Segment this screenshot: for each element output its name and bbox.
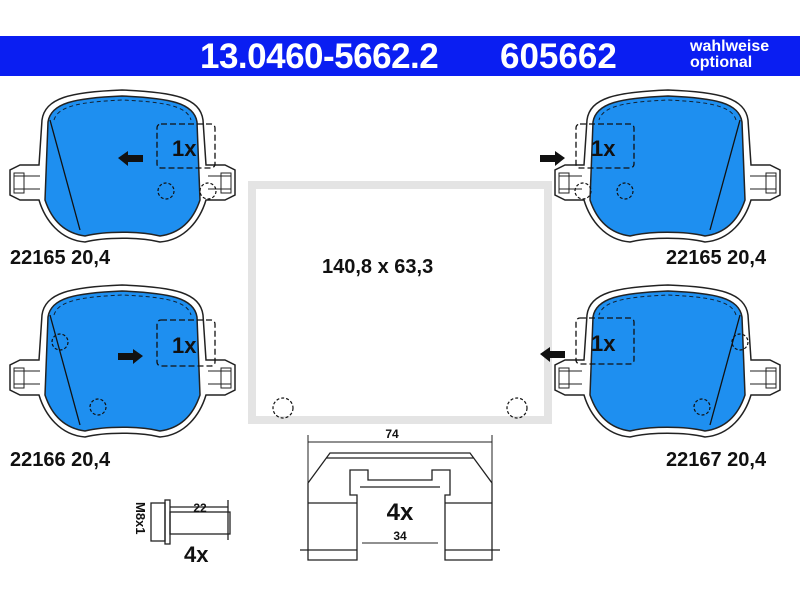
qty-box — [156, 123, 216, 169]
part-number: 13.0460-5662.2 — [200, 37, 439, 76]
pad-label-top-left: 22165 20,4 — [10, 247, 111, 269]
arrow-left-icon — [540, 347, 565, 362]
qty-box — [575, 123, 635, 169]
watermark-logo — [248, 181, 552, 424]
bolt-thread: M8x1 — [133, 502, 148, 535]
optional-note: wahlweise optional — [690, 39, 769, 71]
bolt-quantity: 4x — [184, 542, 209, 567]
arrow-right-icon — [118, 349, 143, 364]
pad-top-right — [554, 89, 781, 243]
qty-label: 1x — [591, 136, 616, 161]
pad-label-bottom-right: 22167 20,4 — [666, 449, 767, 471]
qty-label: 1x — [591, 331, 616, 356]
clip-width-dimension: 74 — [385, 427, 399, 441]
arrow-left-icon — [118, 151, 143, 166]
pad-top-left — [9, 89, 236, 243]
arrow-right-icon — [540, 151, 565, 166]
optional-line-1: wahlweise — [690, 38, 770, 55]
pad-bottom-left — [9, 284, 236, 438]
pad-bottom-right — [554, 284, 781, 438]
qty-label: 1x — [172, 136, 197, 161]
pad-label-bottom-left: 22166 20,4 — [10, 449, 111, 471]
clip-inner-dimension: 34 — [393, 529, 407, 543]
pad-label-top-right: 22165 20,4 — [666, 247, 767, 269]
article-number: 605662 — [500, 37, 617, 76]
header-bar: 13.0460-5662.2 605662 wahlweise optional — [0, 36, 800, 76]
clip-quantity: 4x — [387, 499, 414, 526]
qty-label: 1x — [172, 333, 197, 358]
qty-box — [156, 319, 216, 367]
bolt-length: 22 — [193, 501, 207, 515]
pad-dimensions: 140,8 x 63,3 — [322, 256, 434, 278]
qty-box — [575, 317, 635, 365]
bolt — [150, 499, 231, 545]
optional-line-2: optional — [690, 54, 753, 71]
